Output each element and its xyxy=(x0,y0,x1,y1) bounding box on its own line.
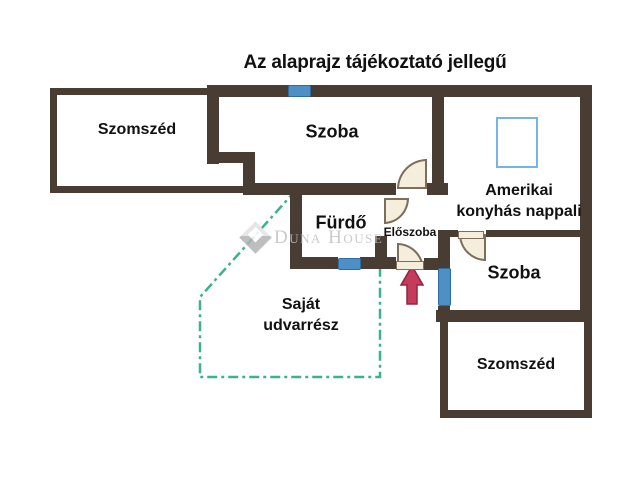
wall-segment xyxy=(448,230,458,237)
duna-house-logo-icon xyxy=(239,221,272,254)
wall-segment xyxy=(375,236,387,269)
room-label-yard: Saját udvarrész xyxy=(263,294,339,336)
room-label-szoba-top: Szoba xyxy=(305,121,359,142)
room-label-amerikai-line2: konyhás nappali xyxy=(456,203,582,220)
wall-segment xyxy=(432,97,444,183)
window-icon xyxy=(288,85,311,97)
wall-segment xyxy=(207,85,219,164)
watermark-brand-text: Duna House xyxy=(274,226,384,248)
door-icon xyxy=(384,198,409,224)
door-icon xyxy=(397,159,427,189)
door-leaf xyxy=(458,231,484,239)
wall-segment xyxy=(290,257,338,269)
door-leaf xyxy=(396,261,424,270)
wall-segment xyxy=(438,230,450,268)
room-label-amerikai-line1: Amerikai xyxy=(485,182,553,199)
wall-segment xyxy=(50,88,57,193)
wall-segment xyxy=(580,85,592,322)
window-icon xyxy=(338,258,361,270)
wall-segment xyxy=(584,322,592,418)
page-title: Az alaprajz tájékoztató jellegű xyxy=(243,52,507,73)
wall-segment xyxy=(486,230,580,237)
entrance-arrow-icon xyxy=(399,264,425,305)
kitchen-feature-square xyxy=(496,117,538,168)
wall-segment xyxy=(50,186,302,193)
wall-segment xyxy=(427,183,448,195)
wall-segment xyxy=(290,183,302,269)
watermark: Duna House xyxy=(239,221,384,254)
room-label-furdo: Fürdő xyxy=(315,212,367,233)
wall-segment xyxy=(436,310,592,322)
wall-segment xyxy=(207,85,592,97)
wall-segment xyxy=(440,322,448,418)
room-label-szomszed-bottom: Szomszéd xyxy=(476,356,556,373)
room-label-yard-line2: udvarrész xyxy=(263,317,339,334)
room-label-yard-line1: Saját xyxy=(281,296,321,313)
room-label-eloszoba: Előszoba xyxy=(383,225,437,239)
room-label-amerikai: Amerikai konyhás nappali xyxy=(456,180,581,222)
wall-segment xyxy=(207,152,255,163)
wall-segment xyxy=(440,410,592,418)
room-label-szoba-right: Szoba xyxy=(487,262,541,283)
window-icon xyxy=(438,268,451,306)
wall-segment xyxy=(50,88,217,95)
room-label-szomszed-left: Szomszéd xyxy=(97,121,177,138)
